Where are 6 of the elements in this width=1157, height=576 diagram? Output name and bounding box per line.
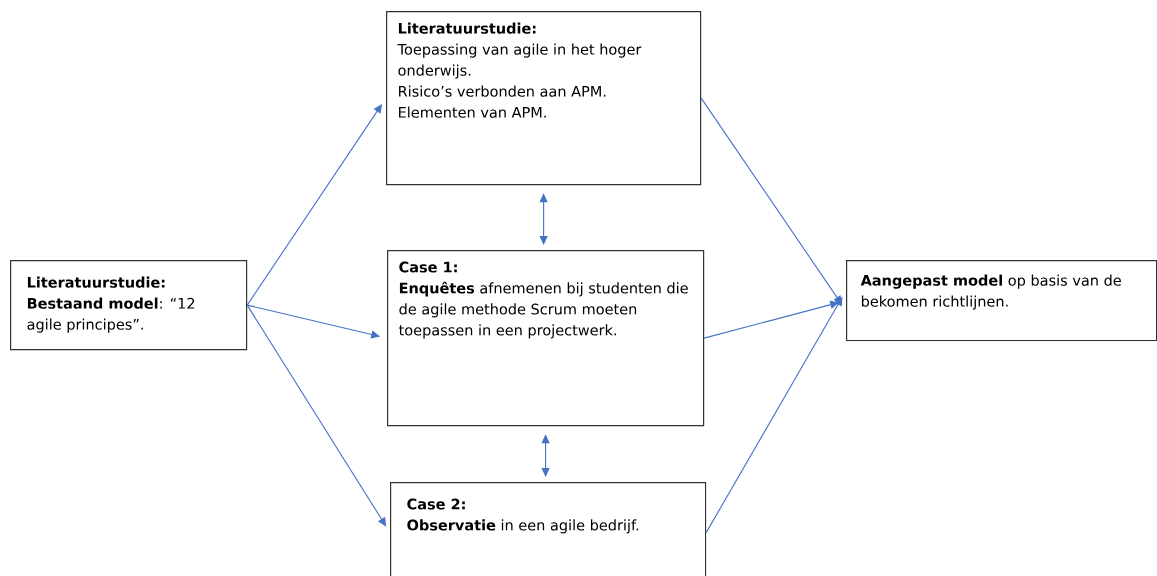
- text-box: Case 2: Observatie in een agile bedrijf.: [390, 482, 707, 576]
- text-box: Literatuurstudie: Toepassing van agile in het hoger onderwijs. Risico’s verbonden aan APM. Elementen van APM.: [386, 11, 702, 186]
- text-box: Case 1: Enquêtes afnemenen bij studenten die de agile methode Scrum moeten toepassen in een projectwerk.: [387, 250, 705, 427]
- text-box: Literatuurstudie: Bestaand model: “12 agile principes”.: [10, 260, 248, 351]
- text-box: Aangepast model op basis van de bekomen richtlijnen.: [846, 260, 1157, 342]
- arrow: [246, 304, 387, 527]
